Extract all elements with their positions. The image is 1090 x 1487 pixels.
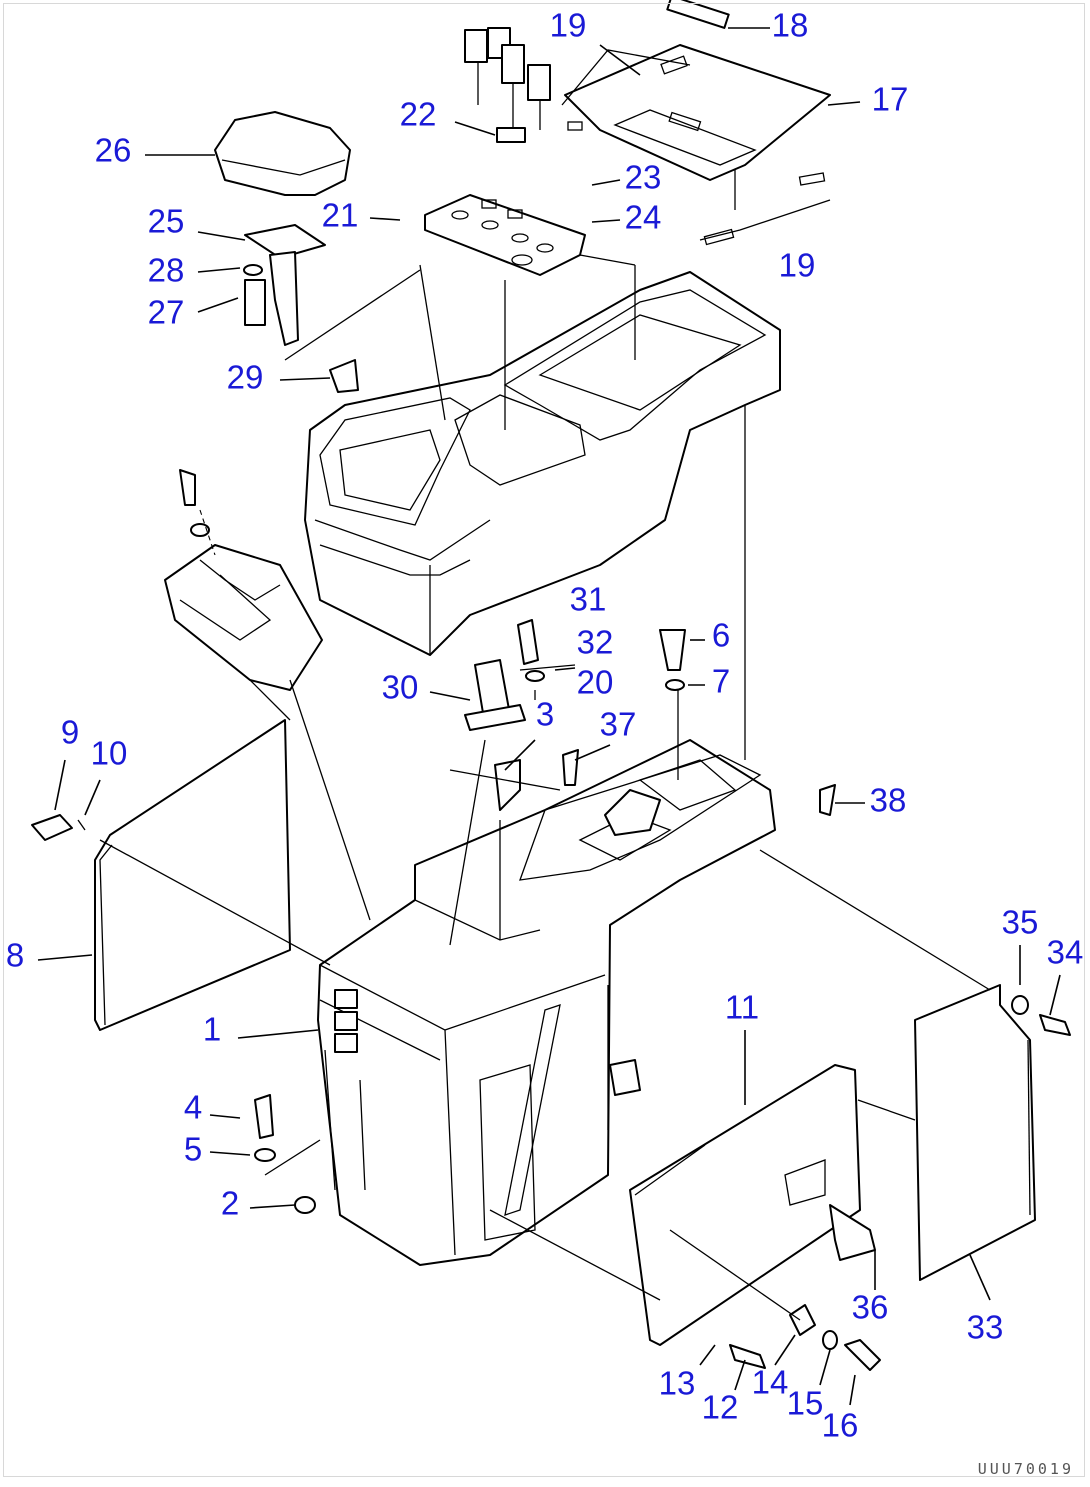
left-side-panel: [31, 719, 291, 1031]
callout-12: 12: [702, 1389, 739, 1426]
main-console-frame: [317, 739, 776, 1266]
armrest: [214, 111, 351, 346]
drawing-code: UUU70019: [977, 1460, 1074, 1478]
callout-19a: 19: [550, 7, 587, 44]
callout-24: 24: [625, 199, 662, 236]
callout-10: 10: [91, 735, 128, 772]
callout-16: 16: [822, 1407, 859, 1444]
lower-cover-panel: [629, 1064, 861, 1346]
callout-5: 5: [184, 1131, 202, 1168]
callout-2: 2: [221, 1185, 239, 1222]
switch-cluster: [464, 27, 551, 143]
callout-27: 27: [148, 294, 185, 331]
callout-35: 35: [1002, 904, 1039, 941]
callout-21: 21: [322, 197, 359, 234]
callout-22: 22: [400, 96, 437, 133]
callout-17: 17: [872, 81, 909, 118]
callout-6: 6: [712, 617, 730, 654]
assembly-lines: [99, 170, 991, 1321]
right-side-panel: [914, 984, 1036, 1281]
callout-37: 37: [600, 706, 637, 743]
callout-15: 15: [787, 1385, 824, 1422]
callout-30: 30: [382, 669, 419, 706]
upper-console-cover: [304, 271, 781, 656]
callout-20: 20: [577, 664, 614, 701]
callout-26: 26: [95, 132, 132, 169]
callout-31: 31: [570, 581, 607, 618]
callout-29: 29: [227, 359, 264, 396]
callout-19b: 19: [779, 247, 816, 284]
callout-34: 34: [1047, 934, 1084, 971]
pin-parts: [729, 995, 1071, 1371]
callout-18: 18: [772, 7, 809, 44]
small-hardware: [254, 359, 836, 1214]
callout-38: 38: [870, 782, 907, 819]
callout-32: 32: [577, 624, 614, 661]
top-cover-clips: [561, 49, 831, 246]
callout-4: 4: [184, 1089, 202, 1126]
callout-36: 36: [852, 1289, 889, 1326]
callout-leaders: [37, 27, 1061, 1406]
top-cover: [564, 0, 831, 181]
callout-3: 3: [536, 696, 554, 733]
callout-25: 25: [148, 203, 185, 240]
callout-23: 23: [625, 159, 662, 196]
left-bracket: [164, 469, 323, 691]
callout-28: 28: [148, 252, 185, 289]
switch-plate: [424, 194, 586, 276]
callout-11: 11: [725, 989, 759, 1026]
callout-14: 14: [752, 1364, 789, 1401]
callout-labels: 1 2 3 4 5 6 7 8 9 10 11 12 13 14 15 16 1…: [6, 7, 1084, 1444]
callout-1: 1: [203, 1011, 221, 1048]
callout-9: 9: [61, 714, 79, 751]
callout-8: 8: [6, 937, 24, 974]
callout-33: 33: [967, 1309, 1004, 1346]
callout-13: 13: [659, 1365, 696, 1402]
callout-7: 7: [712, 663, 730, 700]
